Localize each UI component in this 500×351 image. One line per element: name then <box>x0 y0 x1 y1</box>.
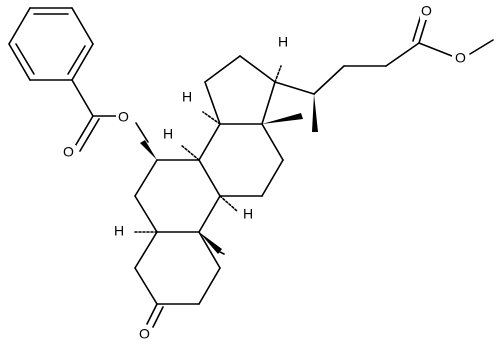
benzene-ring <box>8 7 94 81</box>
benzoate-ether-oxygen-label: O <box>118 109 129 125</box>
c7-ester-bond <box>140 140 157 160</box>
ketone-group <box>146 303 164 328</box>
c13-methyl <box>262 113 303 124</box>
atom-labels: O O O O O H H H H H <box>62 3 468 344</box>
ester-carbonyl-oxygen-label: O <box>421 3 432 19</box>
side-chain <box>274 14 494 132</box>
c14-h-hashed-bond <box>202 111 221 125</box>
c9-hydrogen-label: H <box>243 206 253 222</box>
ring-b <box>134 159 221 233</box>
benzoate-carbonyl-oxygen-label: O <box>63 144 74 160</box>
ring-d <box>204 55 276 125</box>
ring-a <box>134 231 221 305</box>
c14-hydrogen-label: H <box>182 89 192 105</box>
ketone-oxygen-label: O <box>139 326 150 342</box>
c10-methyl <box>199 232 225 255</box>
c5-hydrogen-label: H <box>114 223 124 239</box>
benzoate-ester-group <box>71 79 149 152</box>
c9-h-hashed-bond <box>219 195 238 212</box>
c8-hydrogen-label: H <box>163 126 173 142</box>
c17-hydrogen-label: H <box>278 34 288 50</box>
c8-h-hashed-bond <box>180 144 200 161</box>
ring-c <box>198 123 284 197</box>
ester-methoxy-oxygen-label: O <box>455 50 466 66</box>
c17-h-hashed-bond <box>274 65 282 83</box>
